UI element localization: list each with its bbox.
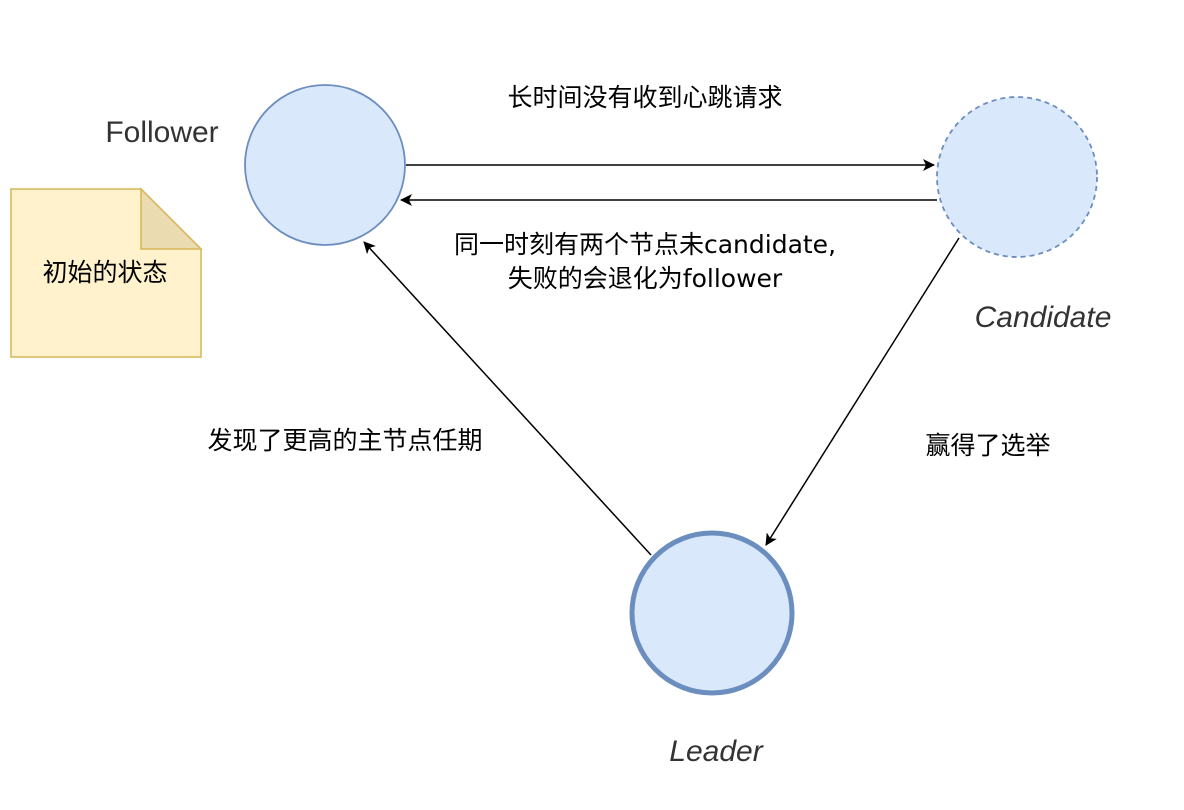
candidate-state: Candidate	[936, 96, 1112, 334]
follower-state: Follower	[105, 84, 406, 246]
edge-label-won-election: 赢得了选举	[925, 431, 1050, 460]
leader-state: Leader	[629, 530, 795, 768]
leader-node	[629, 530, 795, 696]
edge-label-split-vote-line2: 失败的会退化为follower	[508, 264, 783, 293]
arrow-candidate-to-leader	[765, 237, 960, 546]
note-text: 初始的状态	[42, 258, 167, 287]
edge-candidate-to-follower: 同一时刻有两个节点未candidate, 失败的会退化为follower	[400, 194, 937, 293]
note-fold	[140, 187, 203, 250]
edge-candidate-to-leader: 赢得了选举	[765, 237, 1051, 546]
arrow-leader-to-follower	[363, 241, 652, 556]
edge-label-split-vote-line1: 同一时刻有两个节点未candidate,	[454, 230, 836, 259]
initial-state-note: 初始的状态	[10, 187, 203, 358]
leader-label: Leader	[669, 735, 763, 768]
edge-leader-to-follower: 发现了更高的主节点任期	[207, 241, 652, 556]
edge-follower-to-candidate: 长时间没有收到心跳请求	[406, 83, 935, 171]
edge-label-higher-term: 发现了更高的主节点任期	[207, 426, 482, 455]
candidate-node	[936, 96, 1098, 258]
candidate-label: Candidate	[975, 301, 1112, 334]
follower-node	[244, 84, 406, 246]
follower-label: Follower	[105, 116, 218, 149]
edge-label-heartbeat-timeout: 长时间没有收到心跳请求	[507, 83, 782, 112]
